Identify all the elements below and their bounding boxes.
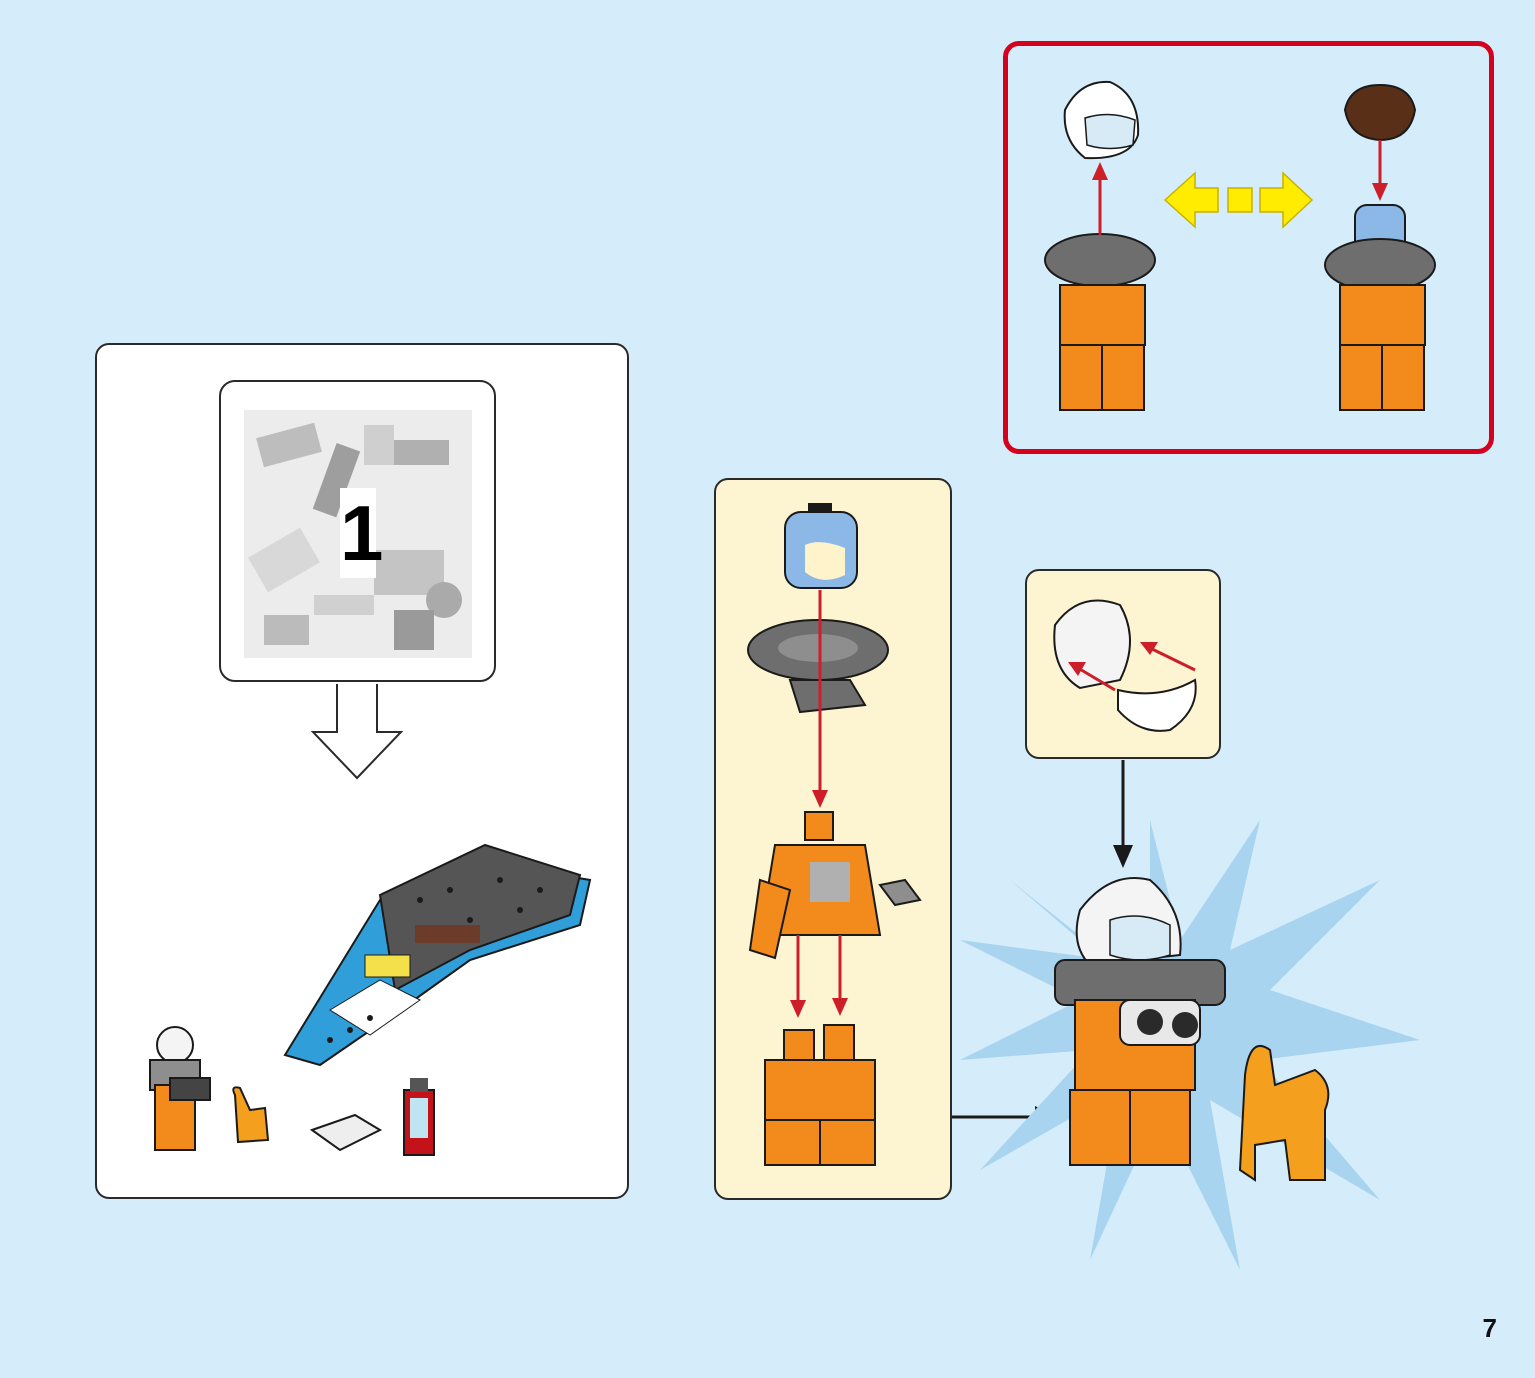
minifig-head xyxy=(784,503,858,589)
minifig-variant-right xyxy=(1324,204,1436,411)
tile-part xyxy=(309,1113,383,1152)
page-number: 7 xyxy=(1482,1313,1497,1343)
hair-option xyxy=(1343,83,1417,142)
helmet-option xyxy=(1063,80,1140,160)
alternative-head-box xyxy=(1003,41,1494,454)
minifig-variant-left xyxy=(1044,233,1156,411)
cat-figure-small xyxy=(232,1086,270,1144)
spacesuit-harness xyxy=(747,619,889,714)
cat-figure xyxy=(1238,1044,1330,1182)
swap-arrow-icon xyxy=(1163,171,1314,229)
astronaut-minifig-small xyxy=(149,1026,211,1151)
minifig-helmet xyxy=(1075,877,1182,967)
lantern-part xyxy=(403,1078,435,1156)
assembly-arrows xyxy=(790,590,848,1018)
minifig-legs xyxy=(764,1024,876,1166)
minifig-torso xyxy=(748,811,922,960)
minifig-body xyxy=(1054,959,1226,1166)
